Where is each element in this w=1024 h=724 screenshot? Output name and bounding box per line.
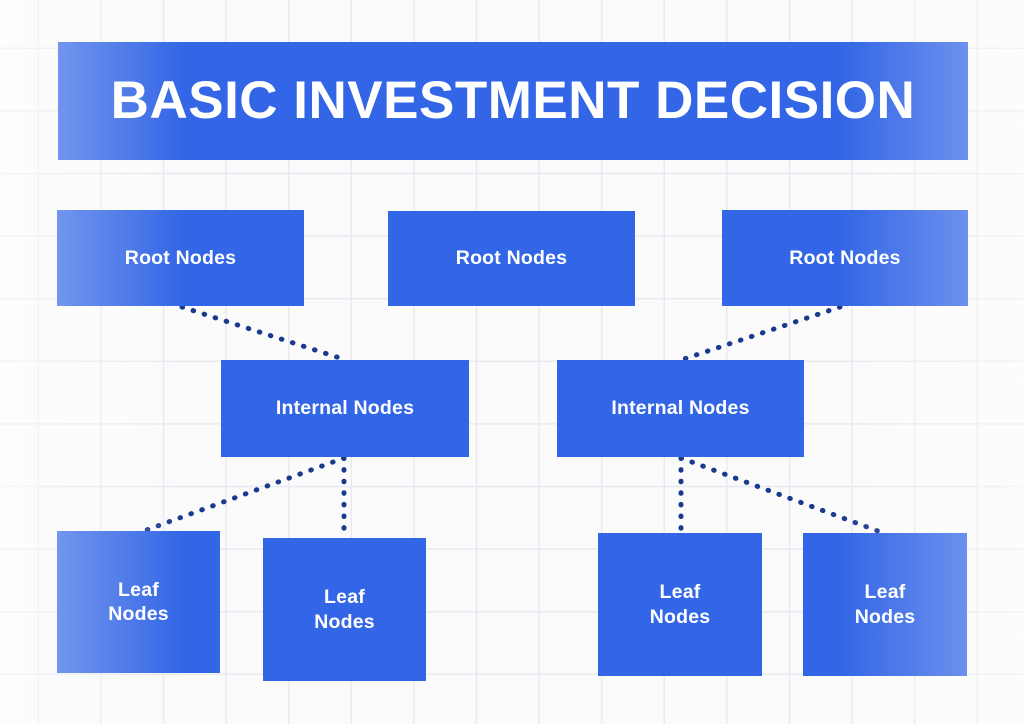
root-node-2-label: Root Nodes: [455, 247, 568, 270]
leaf-node-3[interactable]: Leaf Nodes: [598, 533, 762, 676]
diagram-title-banner: BASIC INVESTMENT DECISION: [58, 42, 968, 160]
leaf-node-2[interactable]: Leaf Nodes: [263, 538, 426, 681]
leaf-node-2-label-line2: Nodes: [314, 610, 375, 633]
page-title: BASIC INVESTMENT DECISION: [110, 71, 916, 131]
connector-internal2-leaf4: [678, 455, 889, 537]
connector-internal1-leaf1: [138, 455, 347, 535]
leaf-node-1-label-line1: Leaf: [118, 578, 159, 601]
leaf-node-1-label-line2: Nodes: [108, 603, 169, 625]
leaf-node-2-label-line1: Leaf: [324, 586, 365, 609]
root-node-3-label: Root Nodes: [789, 246, 901, 269]
internal-node-1-label: Internal Nodes: [275, 397, 415, 420]
root-node-2[interactable]: Root Nodes: [388, 211, 635, 306]
leaf-node-4-label-line2: Nodes: [854, 605, 916, 628]
leaf-node-4[interactable]: Leaf Nodes: [803, 533, 967, 676]
connector-root3-internal2: [678, 304, 843, 363]
leaf-node-4-label: Leaf Nodes: [855, 580, 916, 628]
leaf-node-1-label: Leaf Nodes: [108, 578, 169, 626]
leaf-node-4-label-line1: Leaf: [864, 581, 906, 604]
leaf-node-3-label: Leaf Nodes: [650, 580, 711, 628]
connector-root1-internal1: [179, 304, 349, 363]
leaf-node-2-label: Leaf Nodes: [314, 585, 375, 633]
root-node-1[interactable]: Root Nodes: [57, 210, 304, 306]
internal-node-2[interactable]: Internal Nodes: [557, 360, 804, 457]
internal-node-2-label: Internal Nodes: [611, 397, 750, 420]
leaf-node-3-label-line2: Nodes: [649, 605, 711, 628]
leaf-node-1[interactable]: Leaf Nodes: [57, 531, 220, 673]
root-node-1-label: Root Nodes: [124, 246, 237, 269]
leaf-node-3-label-line1: Leaf: [659, 581, 701, 604]
internal-node-1[interactable]: Internal Nodes: [221, 360, 469, 457]
root-node-3[interactable]: Root Nodes: [722, 210, 968, 306]
